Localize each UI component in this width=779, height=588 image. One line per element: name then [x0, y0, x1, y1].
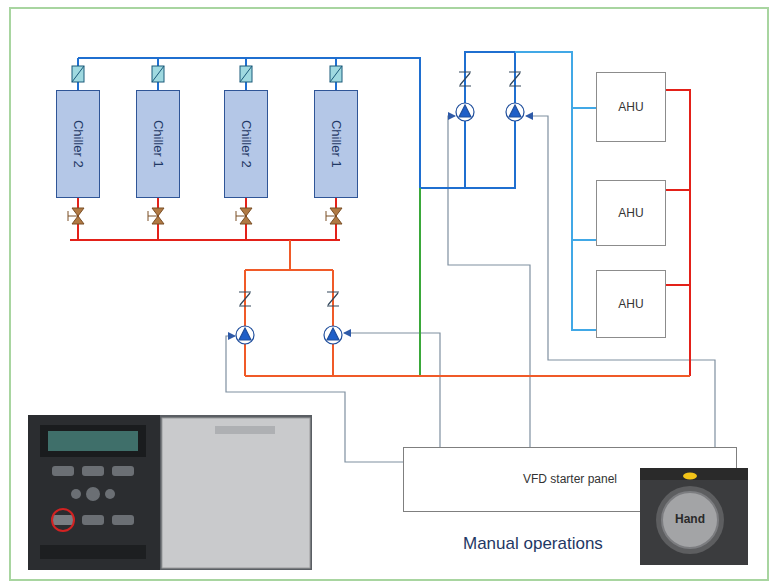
panel-label: VFD starter panel — [523, 472, 617, 486]
butterfly-valve — [236, 208, 252, 224]
ahu-label: AHU — [618, 206, 643, 220]
filter-symbol — [330, 66, 342, 82]
vfd-starter-panel: VFD starter panel — [403, 447, 737, 512]
hand-button-photo — [640, 468, 748, 480]
chiller-unit: Chiller 2 — [56, 90, 100, 198]
chilled-water-header — [464, 121, 466, 188]
ahu-supply-pipe — [515, 52, 572, 108]
filter-symbol — [72, 66, 84, 82]
filter-symbol — [240, 66, 252, 82]
control-wire — [344, 333, 440, 447]
filter-symbol — [240, 66, 252, 82]
pump-symbol — [236, 103, 524, 344]
primary-loop-pipe — [244, 270, 246, 376]
primary-loop-pipe — [245, 240, 690, 376]
vfd-keypad-photo — [215, 426, 275, 434]
return-pipe — [666, 90, 690, 190]
hand-button-photo — [640, 468, 748, 565]
ahu-label: AHU — [618, 297, 643, 311]
pump-symbol — [506, 103, 524, 121]
hand-button-photo — [640, 468, 748, 565]
chiller-label: Chiller 2 — [238, 120, 254, 168]
butterfly-valve — [68, 208, 84, 224]
supply-pipe — [572, 240, 596, 330]
hand-button-photo — [662, 492, 718, 548]
check-valve — [239, 72, 521, 306]
vfd-keypad-photo — [52, 466, 74, 476]
pump-symbol — [327, 328, 339, 340]
filter-symbol — [152, 66, 164, 82]
vfd-keypad-photo — [86, 487, 100, 501]
return-header — [70, 239, 340, 241]
chiller-label: Chiller 2 — [70, 120, 86, 168]
filter-symbol — [152, 66, 164, 82]
vfd-keypad-photo — [82, 515, 104, 525]
air-handling-unit: AHU — [596, 72, 666, 142]
vfd-keypad-photo — [28, 415, 160, 570]
check-valve — [239, 292, 251, 306]
vfd-keypad-photo — [162, 418, 310, 568]
vfd-keypad-photo — [52, 509, 74, 531]
pump-symbol — [459, 105, 471, 117]
control-wire — [226, 116, 715, 462]
control-wire — [448, 116, 530, 447]
pump-symbol — [509, 105, 521, 117]
ahu-label: AHU — [618, 100, 643, 114]
return-pipe — [666, 190, 690, 285]
primary-loop-pipe — [245, 269, 333, 271]
check-valve — [509, 72, 521, 86]
vfd-keypad-photo — [105, 489, 115, 499]
vfd-keypad-photo — [112, 466, 134, 476]
return-header — [689, 285, 691, 376]
primary-loop-pipe — [332, 270, 334, 376]
control-wire — [526, 116, 715, 447]
vfd-keypad-photo — [28, 415, 312, 570]
butterfly-valve — [68, 208, 342, 224]
filter-symbol — [72, 66, 84, 82]
pump-symbol — [456, 103, 474, 121]
primary-loop-pipe — [289, 240, 291, 270]
caption-label: Manual operations — [463, 534, 603, 554]
pump-symbol — [239, 328, 251, 340]
filter-symbol — [330, 66, 342, 82]
check-valve — [459, 72, 471, 86]
hand-button-photo — [683, 473, 697, 480]
vfd-keypad-photo — [40, 545, 146, 559]
pump-symbol — [324, 326, 342, 344]
filter-symbol — [72, 66, 342, 82]
bypass-pipe — [419, 188, 421, 376]
vfd-keypad-photo — [28, 415, 312, 570]
chiller-label: Chiller 1 — [328, 120, 344, 168]
hand-button-photo — [656, 486, 724, 554]
vfd-keypad-photo — [40, 425, 146, 457]
chilled-water-header — [465, 52, 515, 103]
chiller-label: Chiller 1 — [150, 120, 166, 168]
vfd-keypad-photo — [52, 515, 74, 525]
vfd-keypad-photo — [82, 466, 104, 476]
butterfly-valve — [326, 208, 342, 224]
vfd-keypad-photo — [112, 515, 134, 525]
ahu-supply-pipe — [515, 52, 572, 108]
bypass-pipe — [419, 188, 421, 376]
check-valve — [327, 292, 339, 306]
butterfly-valve — [148, 208, 164, 224]
chiller-unit: Chiller 1 — [136, 90, 180, 198]
vfd-keypad-photo — [48, 431, 138, 451]
supply-pipe — [572, 108, 596, 240]
button-label: Hand — [660, 512, 720, 526]
air-handling-unit: AHU — [596, 180, 666, 246]
vfd-keypad-photo — [71, 489, 81, 499]
chiller-unit: Chiller 2 — [224, 90, 268, 198]
frame-border — [10, 8, 768, 580]
air-handling-unit: AHU — [596, 270, 666, 338]
chiller-unit: Chiller 1 — [314, 90, 358, 198]
pump-symbol — [236, 326, 254, 344]
primary-loop-pipe — [245, 375, 690, 377]
